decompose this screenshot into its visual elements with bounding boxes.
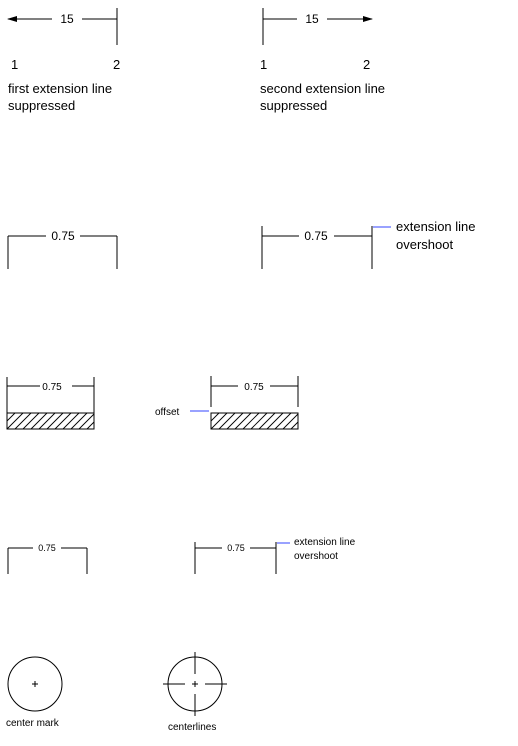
hatch-line — [62, 412, 80, 430]
hatch-line — [250, 412, 268, 430]
point-2-label: 2 — [363, 57, 370, 72]
dimension-text: 15 — [60, 12, 74, 26]
first-extension-suppressed-example: 15 1 2 first extension line suppressed — [7, 8, 120, 113]
hatch-line — [234, 412, 252, 430]
caption-line-1: second extension line — [260, 81, 385, 96]
no-overshoot-example: 0.75 — [7, 229, 118, 269]
hatch-line — [38, 412, 56, 430]
point-1-label: 1 — [11, 57, 18, 72]
hatch-line — [6, 412, 24, 430]
hatch-line — [86, 421, 95, 430]
caption-line-1: first extension line — [8, 81, 112, 96]
hatch-line — [290, 421, 299, 430]
hatch-line — [22, 412, 40, 430]
small-overshoot-example: 0.75 extension line overshoot — [194, 537, 356, 574]
second-extension-suppressed-example: 15 1 2 second extension line suppressed — [260, 8, 385, 113]
text-gap — [40, 380, 72, 392]
centerlines-example: centerlines — [163, 652, 227, 733]
caption-line-2: suppressed — [8, 98, 75, 113]
hatch-line — [70, 412, 88, 430]
hatch-line — [46, 412, 64, 430]
text-gap — [238, 380, 270, 392]
center-mark-label: center mark — [6, 718, 60, 729]
hatch-line — [14, 412, 32, 430]
hatch-line — [78, 413, 95, 430]
dimension-text: 0.75 — [227, 543, 245, 553]
caption-line-2: suppressed — [260, 98, 327, 113]
hatch-line — [210, 412, 228, 430]
overshoot-example: 0.75 extension line overshoot — [261, 219, 476, 269]
dimension-text: 0.75 — [244, 382, 264, 393]
point-1-label: 1 — [260, 57, 267, 72]
offset-label: offset — [155, 407, 179, 418]
offset-example: 0.75 offset — [155, 376, 299, 430]
hatch-line — [54, 412, 72, 430]
note-line-2: overshoot — [294, 551, 338, 562]
dimension-text: 0.75 — [38, 543, 56, 553]
hatch-line — [210, 412, 220, 422]
hatch-line — [226, 412, 244, 430]
dimension-text: 0.75 — [51, 229, 75, 243]
hatch-line — [274, 412, 292, 430]
note-line-1: extension line — [294, 537, 356, 548]
hatch-line — [266, 412, 284, 430]
circle — [7, 656, 63, 712]
small-no-overshoot-example: 0.75 — [7, 543, 88, 574]
note-line-2: overshoot — [396, 237, 453, 252]
point-2-label: 2 — [113, 57, 120, 72]
hatch-line — [30, 412, 48, 430]
centerlines-label: centerlines — [168, 722, 216, 733]
dimension-text: 15 — [305, 12, 319, 26]
hatch-line — [242, 412, 260, 430]
zero-offset-example: 0.75 — [6, 377, 95, 430]
hatch-pattern — [6, 412, 95, 430]
dimension-text: 0.75 — [42, 382, 62, 393]
hatch-line — [218, 412, 236, 430]
hatch-line — [282, 413, 299, 430]
hatch-pattern — [210, 412, 299, 430]
hatch-line — [6, 412, 16, 422]
center-mark-example: center mark — [6, 656, 63, 729]
hatch-line — [258, 412, 276, 430]
note-line-1: extension line — [396, 219, 476, 234]
dimension-text: 0.75 — [304, 229, 328, 243]
